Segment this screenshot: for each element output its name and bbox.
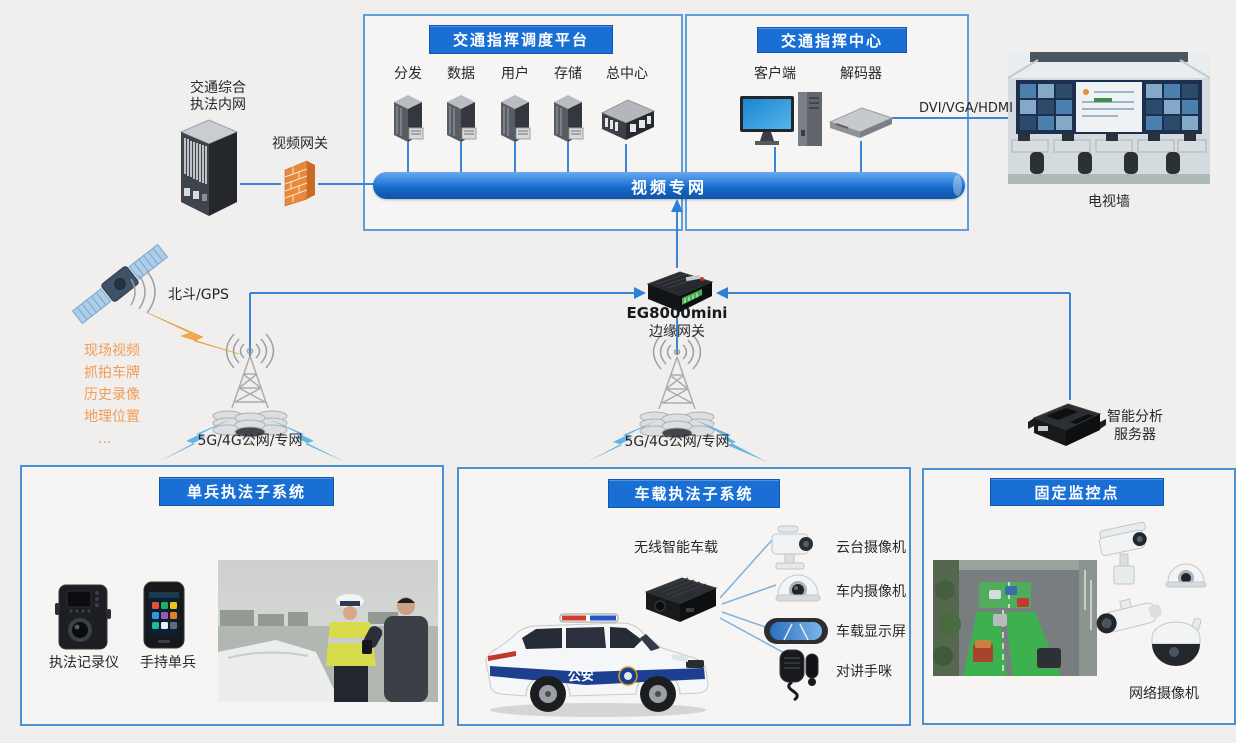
fixed-ptz-camera-icon (1098, 521, 1147, 585)
handmic-icon (779, 649, 819, 702)
feature-item: 现场视频 (84, 343, 140, 359)
car-display-icon (764, 618, 828, 644)
vehicle-unit-icon (644, 577, 718, 622)
server-label-storage: 存储 (554, 66, 582, 82)
analysis-server-icon (1028, 403, 1106, 446)
decoder-label: 解码器 (840, 66, 882, 82)
road-monitoring-photo (933, 560, 1097, 676)
feature-item: 历史录像 (84, 387, 140, 403)
car-marking-text: 公安 (567, 668, 594, 685)
intranet-label: 交通综合 执法内网 (190, 80, 246, 113)
server-label-distribution: 分发 (394, 66, 422, 82)
vehicle-unit-label: 无线智能车载 (634, 540, 718, 556)
platform-title-banner: 交通指挥调度平台 (429, 25, 613, 54)
tv-wall-label: 电视墙 (1088, 194, 1130, 210)
police-car-icon: 公安 (485, 613, 709, 717)
fixed-dome-camera-icon (1165, 563, 1207, 588)
bullet-camera-icon (1096, 598, 1162, 634)
server-label-user: 用户 (501, 66, 529, 82)
intranet-server-icon (179, 119, 239, 216)
server-icon-data (447, 95, 477, 142)
peripheral-label-handmic: 对讲手咪 (836, 664, 892, 680)
server-icon-user (501, 95, 531, 142)
dome-camera-icon (775, 574, 821, 602)
server-label-main-center: 总中心 (606, 66, 648, 82)
decoder-icon (828, 107, 894, 138)
recorder-label: 执法记录仪 (49, 655, 119, 671)
peripheral-label-incar: 车内摄像机 (836, 584, 906, 600)
tower-right-label: 5G/4G公网/专网 (624, 434, 730, 450)
satellite-icon (71, 243, 169, 325)
arrow-into-gateway-right (716, 287, 728, 299)
analysis-server-label: 智能分析 服务器 (1107, 409, 1163, 443)
tv-wall-photo (1008, 52, 1210, 184)
client-pc-icon (740, 92, 822, 146)
cell-tower-right-icon (639, 334, 715, 439)
body-camera-icon (55, 584, 111, 650)
speed-dome-camera-icon (1151, 617, 1202, 666)
peripheral-label-ptz: 云台摄像机 (836, 540, 906, 556)
vehicle-title-banner: 车载执法子系统 (608, 479, 780, 508)
tower-left-label: 5G/4G公网/专网 (197, 433, 303, 449)
pipe-label: 视频专网 (630, 177, 707, 197)
peripheral-label-display: 车载显示屏 (836, 624, 906, 640)
server-icon-main-center (600, 99, 656, 140)
civilian-figure (384, 597, 428, 702)
fixed-title-banner: 固定监控点 (990, 478, 1164, 506)
soldier-enforcement-photo (218, 560, 438, 702)
video-gateway-label: 视频网关 (272, 136, 328, 152)
server-label-data: 数据 (447, 66, 475, 82)
beidou-gps-label: 北斗/GPS (168, 287, 229, 303)
feature-item: 抓拍车牌 (84, 365, 140, 381)
handheld-label: 手持单兵 (140, 655, 196, 671)
feature-item: ... (98, 431, 112, 447)
feature-list: 现场视频 抓拍车牌 历史录像 地理位置 ... (84, 340, 162, 450)
feature-item: 地理位置 (84, 409, 140, 425)
handheld-terminal-icon (143, 581, 185, 649)
officer-figure (326, 594, 383, 702)
network-camera-label: 网络摄像机 (1129, 686, 1199, 702)
cell-tower-left-icon (212, 333, 288, 438)
edge-gateway-model-label: EG8000mini (626, 304, 728, 322)
cable-label: DVI/VGA/HDMI (919, 101, 1013, 116)
client-label: 客户端 (754, 66, 796, 82)
server-icon-storage (554, 95, 584, 142)
firewall-icon (284, 160, 315, 207)
server-icon-distribution (394, 95, 424, 142)
command-center-title-banner: 交通指挥中心 (757, 27, 907, 53)
soldier-title-banner: 单兵执法子系统 (159, 477, 334, 506)
edge-gateway-label: 边缘网关 (649, 324, 705, 340)
video-private-network-pipe: 视频专网 (373, 172, 965, 199)
